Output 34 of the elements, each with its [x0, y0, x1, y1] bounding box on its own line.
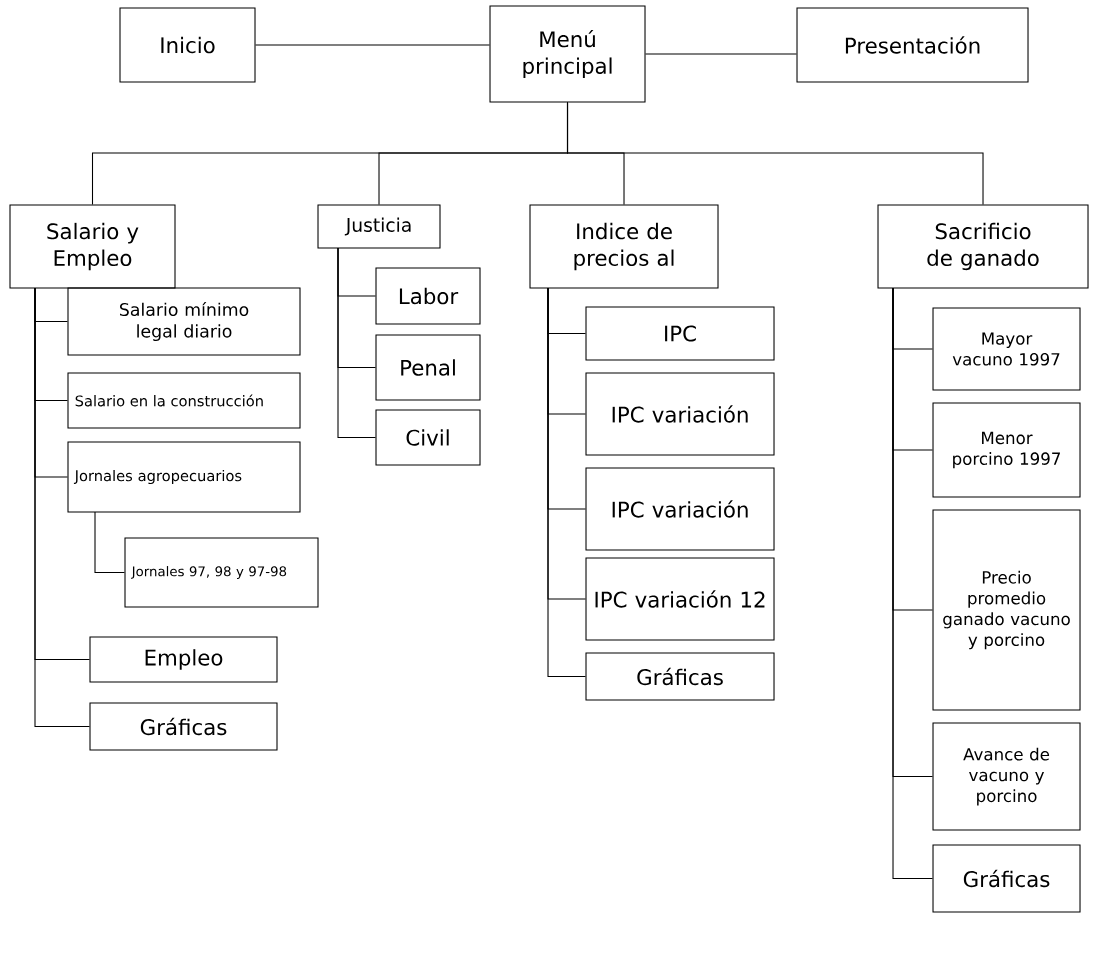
menu-box: Sacrificio de ganado — [877, 204, 1089, 289]
menu-box: Indice de precios al — [529, 204, 719, 289]
connector-line — [94, 511, 125, 574]
menu-box: Mayor vacuno 1997 — [932, 307, 1081, 391]
menu-box: Jornales 97, 98 y 97-98 — [124, 537, 319, 608]
menu-box: Menú principal — [489, 5, 646, 103]
connector-line — [337, 247, 376, 439]
menu-box: Presentación — [796, 7, 1029, 83]
menu-box: Salario mínimo legal diario — [67, 287, 301, 356]
menu-box: Penal — [375, 334, 481, 401]
menu-box: IPC variación — [585, 467, 775, 551]
menu-box: Salario en la construcción — [67, 372, 301, 429]
connector-line — [645, 53, 797, 55]
connector-line — [547, 287, 586, 678]
connector-line — [34, 287, 90, 728]
menu-box: Jornales agropecuarios — [67, 441, 301, 513]
menu-box: Avance de vacuno y porcino — [932, 722, 1081, 831]
menu-box: Precio promedio ganado vacuno y porcino — [932, 509, 1081, 711]
menu-box: Gráficas — [89, 702, 278, 751]
connector-line — [892, 287, 933, 880]
menu-box: Gráficas — [932, 844, 1081, 913]
menu-box: Salario y Empleo — [9, 204, 176, 289]
menu-box: Justicia — [317, 204, 441, 249]
menu-box: Gráficas — [585, 652, 775, 701]
menu-box: IPC — [585, 306, 775, 361]
menu-box: Empleo — [89, 636, 278, 683]
menu-box: Civil — [375, 409, 481, 466]
connector-line — [566, 102, 984, 205]
menu-box: Inicio — [119, 7, 256, 83]
menu-box: Labor — [375, 267, 481, 325]
menu-box: IPC variación 12 — [585, 557, 775, 641]
menu-box: Menor porcino 1997 — [932, 402, 1081, 498]
connector-line — [255, 44, 490, 46]
menu-box: IPC variación — [585, 372, 775, 456]
